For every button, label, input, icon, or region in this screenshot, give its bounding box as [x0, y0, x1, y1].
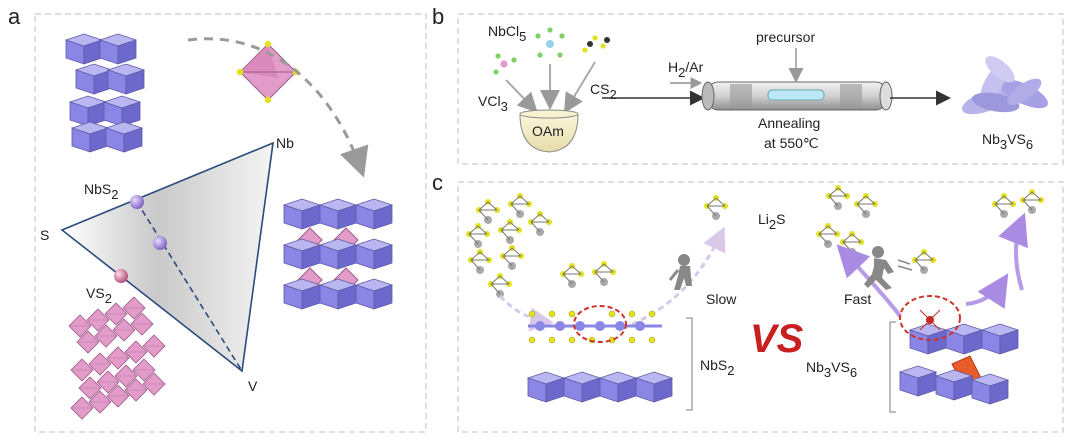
- vs-text: VS: [750, 317, 804, 361]
- blue-layered-structure-icon: [65, 33, 145, 153]
- nb3vs6-nanoflower-icon: [962, 56, 1048, 115]
- nb3vs6-structure-icon: [283, 198, 393, 310]
- panel-a: a Nb S V NbS2 VS2: [8, 4, 427, 433]
- label-li2s: Li2S: [758, 211, 785, 232]
- label-nb: Nb: [276, 135, 294, 151]
- nbs2-v-tieline: [136, 201, 243, 372]
- panel-c-letter: c: [432, 170, 443, 195]
- label-nbs2: NbS2: [84, 181, 118, 202]
- panel-b-letter: b: [432, 4, 444, 29]
- nbs2-point: [130, 195, 144, 209]
- vs2-layered-structure-icon: [68, 296, 166, 420]
- active-site-circle-left: [573, 305, 627, 343]
- oam-beaker-icon: [519, 109, 579, 153]
- nbs2-bulk-layer: [527, 371, 673, 403]
- nb3vs6-point: [153, 236, 167, 250]
- vcl3-molecule-icon: [493, 53, 517, 75]
- bound-li2s-icon: [919, 309, 941, 331]
- pink-octahedron-icon: [236, 40, 300, 104]
- active-site-circle-right: [899, 295, 961, 341]
- cs2-molecule-icon: [582, 35, 610, 53]
- label-nb3vs6-c: Nb3VS6: [806, 359, 857, 380]
- label-vcl3: VCl3: [478, 93, 508, 114]
- label-temperature: at 550℃: [764, 135, 819, 151]
- polysulfide-cluster-left: [465, 192, 617, 299]
- ternary-triangle: [60, 141, 274, 373]
- vs2-point: [114, 269, 128, 283]
- label-annealing: Annealing: [758, 115, 820, 131]
- label-oam: OAm: [532, 123, 564, 139]
- nb3vs6-block: [899, 323, 1019, 405]
- label-slow: Slow: [706, 291, 737, 307]
- label-fast: Fast: [844, 291, 871, 307]
- label-h2ar: H2/Ar: [668, 59, 704, 80]
- panel-b: b NbCl5 VCl3 CS2 OAm H2/A: [432, 4, 1064, 165]
- nbcl5-molecule-icon: [535, 27, 565, 58]
- panel-a-letter: a: [8, 4, 21, 29]
- label-nbs2-c: NbS2: [700, 357, 734, 378]
- panel-c: c NbS2: [432, 170, 1064, 433]
- slow-person-icon: [668, 254, 692, 290]
- tube-furnace-icon: [701, 81, 893, 111]
- panel-c-border: [457, 181, 1064, 433]
- label-s: S: [40, 227, 49, 243]
- label-nbcl5: NbCl5: [488, 23, 526, 44]
- nbs2-surface-layer: [528, 310, 662, 344]
- label-vs2: VS2: [86, 285, 112, 306]
- panel-b-border: [457, 13, 1064, 165]
- fast-person-icon: [864, 246, 913, 290]
- label-product: Nb3VS6: [982, 131, 1033, 152]
- label-precursor: precursor: [756, 29, 815, 45]
- label-v: V: [248, 378, 258, 394]
- label-cs2: CS2: [590, 81, 617, 102]
- panel-a-border: [34, 13, 427, 433]
